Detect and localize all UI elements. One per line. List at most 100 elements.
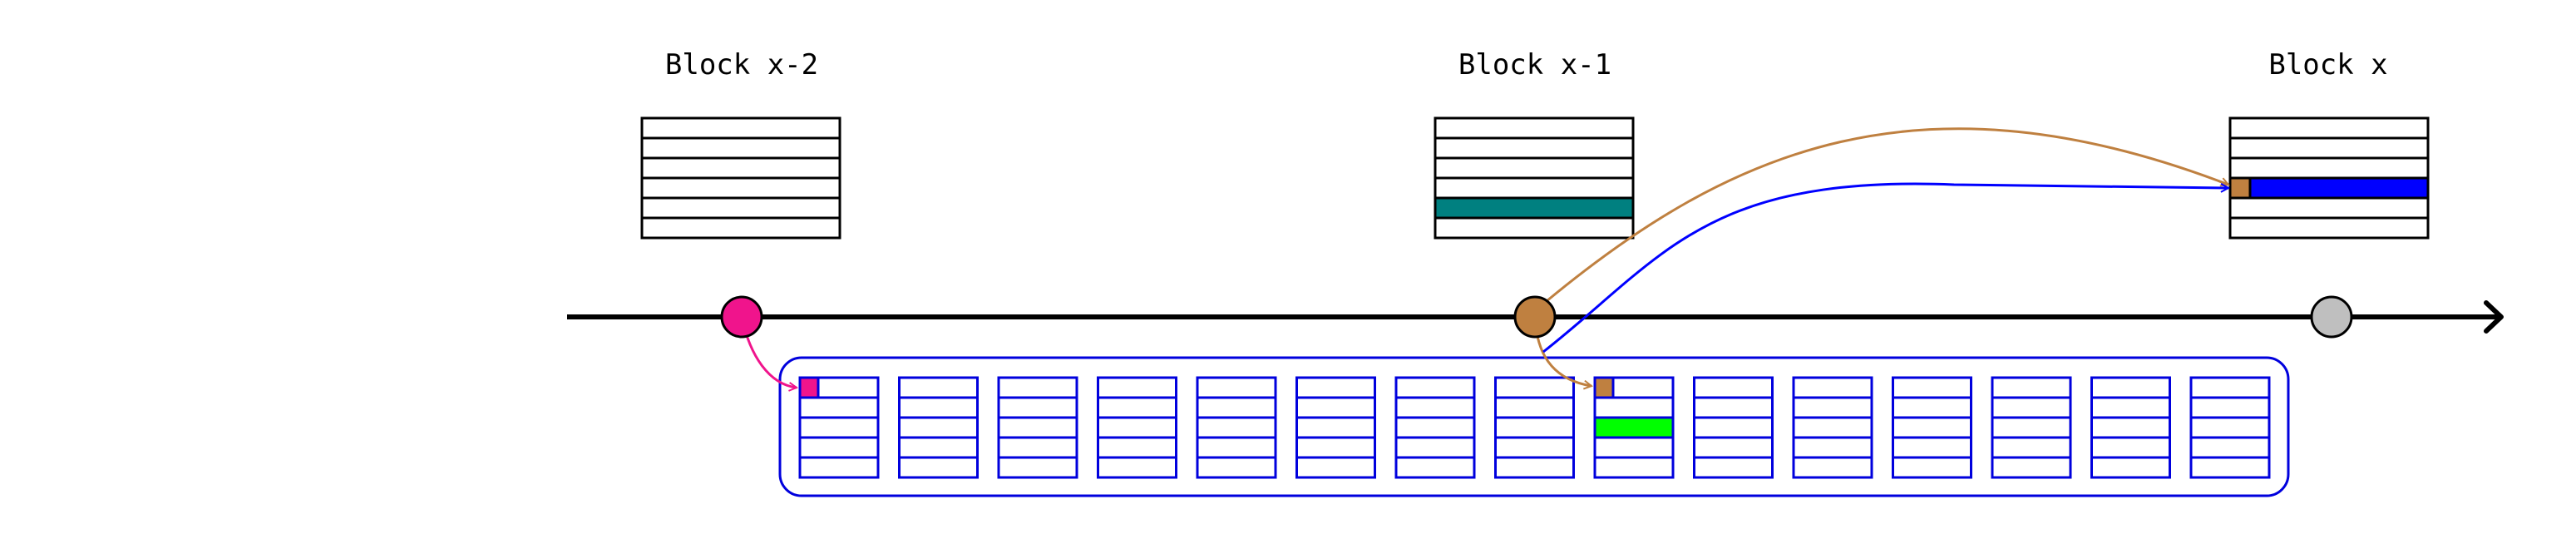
pool-container — [778, 356, 2290, 497]
pool-slot-row — [1892, 396, 1972, 419]
pool-slot-row — [1394, 376, 1476, 399]
pool-slot-row — [1196, 416, 1277, 439]
pool-slot-row — [1394, 396, 1476, 419]
pool-slot-row — [1991, 416, 2072, 439]
pool-slot-row — [798, 416, 880, 439]
pool-slot-row — [1693, 376, 1774, 399]
timeline-arrowhead — [2484, 300, 2504, 334]
node-block-x — [2310, 295, 2353, 339]
pool-slot-row — [997, 376, 1078, 399]
pool-slot-row — [1693, 436, 1774, 459]
pool-slot — [1792, 376, 1873, 479]
arrow-blue-to-block-x — [1542, 182, 2228, 354]
block-x-2 — [640, 116, 841, 240]
block-row — [1434, 216, 1635, 240]
pool-slot-row — [798, 456, 880, 479]
block-row-highlighted — [1434, 196, 1635, 220]
pool-slot — [1394, 376, 1476, 479]
pool-slot-row-filled — [1593, 416, 1675, 439]
pool-slot-row — [1196, 456, 1277, 479]
pool-slot-row — [2090, 436, 2171, 459]
pool-slot-row — [2090, 416, 2171, 439]
pool-slot-row — [898, 456, 979, 479]
pool-slot — [1196, 376, 1277, 479]
pool-slot — [2189, 376, 2271, 479]
block-label-x-2: Block x-2 — [665, 48, 818, 82]
pool-slot — [1097, 376, 1177, 479]
pool-slot — [1295, 376, 1376, 479]
pool-slot-row — [2189, 436, 2271, 459]
pool-slot-row — [1991, 376, 2072, 399]
block-row — [2228, 196, 2430, 220]
pool-slot-row — [1892, 416, 1972, 439]
block-row — [2228, 136, 2430, 160]
pool-slot-row — [2090, 456, 2171, 479]
pool-slot-row — [1991, 436, 2072, 459]
pool-slot-marker — [798, 376, 820, 399]
pool-slot-row — [1097, 396, 1177, 419]
pool-slot — [2090, 376, 2171, 479]
pool-slot — [898, 376, 979, 479]
pool-slot-row — [2189, 376, 2271, 399]
pool-slot-row — [1394, 456, 1476, 479]
pool-slot-row — [997, 416, 1078, 439]
pool-slot-row — [1394, 436, 1476, 459]
block-x — [2228, 116, 2430, 240]
pool-slot-row — [1693, 456, 1774, 479]
pool-slot — [1892, 376, 1972, 479]
pool-slot-row — [1792, 436, 1873, 459]
block-row — [1434, 156, 1635, 180]
pool-slot — [997, 376, 1078, 479]
pool-slots — [798, 376, 2271, 479]
pool-slot-row — [898, 376, 979, 399]
block-row — [640, 196, 841, 220]
block-row-marker — [2228, 176, 2252, 200]
pool-slot-row — [1494, 456, 1575, 479]
pool-slot — [1494, 376, 1575, 479]
block-row — [1434, 116, 1635, 140]
pool-slot-row — [1693, 396, 1774, 419]
pool-slot-row — [1991, 456, 2072, 479]
pool-slot-row — [1494, 436, 1575, 459]
pool-slot-row — [1295, 376, 1376, 399]
pool-slot-row — [1097, 376, 1177, 399]
block-row-highlighted — [2228, 176, 2430, 200]
block-label-x: Block x — [2268, 48, 2387, 82]
pool-slot-row — [1693, 416, 1774, 439]
pool-slot-row — [898, 436, 979, 459]
pool-slot-row — [1097, 436, 1177, 459]
pool-slot-row — [1991, 396, 2072, 419]
node-block-x-2 — [720, 295, 763, 339]
pool-slot-marker — [1593, 376, 1615, 399]
pool-slot-row — [1196, 396, 1277, 419]
arrow-brown-to-block-x — [1546, 127, 2228, 303]
pool-slot-row — [1295, 416, 1376, 439]
pool-slot-row — [1494, 376, 1575, 399]
pool-slot-row — [1792, 416, 1873, 439]
pool-slot-row — [2189, 396, 2271, 419]
pool-slot-row — [1097, 416, 1177, 439]
pool-slot-row — [1892, 456, 1972, 479]
pool-slot-row — [1892, 436, 1972, 459]
pool-slot-row — [1295, 436, 1376, 459]
pool-slot-row — [1593, 396, 1675, 419]
pool-slot-row — [1792, 376, 1873, 399]
pool-slot — [1693, 376, 1774, 479]
block-row — [640, 116, 841, 140]
pool-slot-row — [898, 396, 979, 419]
pool-slot-row — [898, 416, 979, 439]
pool-slot-row — [1196, 436, 1277, 459]
pool-slot-row — [798, 396, 880, 419]
block-row — [640, 216, 841, 240]
block-row — [640, 136, 841, 160]
pool-slot-row — [997, 456, 1078, 479]
block-label-x-1: Block x-1 — [1458, 48, 1611, 82]
pool-slot-row — [1593, 436, 1675, 459]
block-row — [1434, 176, 1635, 200]
block-row — [2228, 156, 2430, 180]
pool-slot-row — [1196, 376, 1277, 399]
pool-slot — [798, 376, 880, 479]
pool-slot-row — [2189, 456, 2271, 479]
block-row — [1434, 136, 1635, 160]
